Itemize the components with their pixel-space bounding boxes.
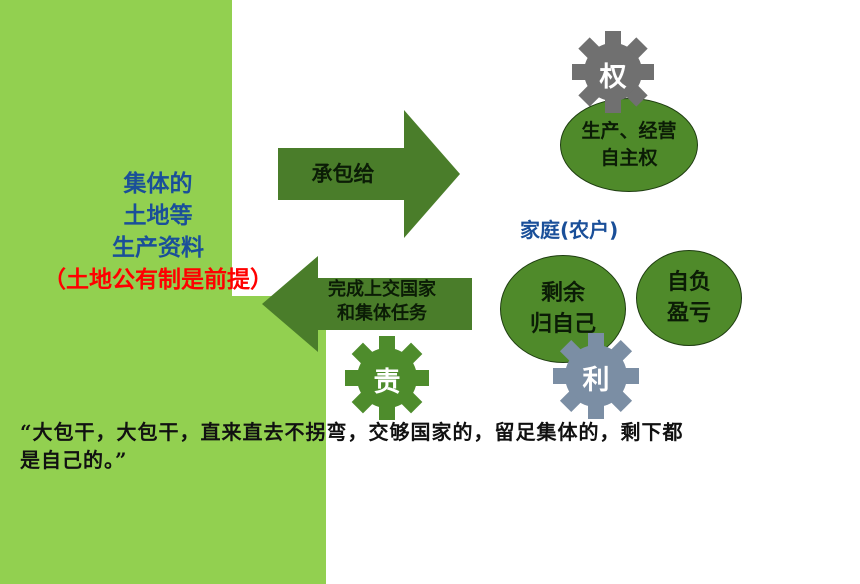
public-ownership-premise: （土地公有制是前提） (43, 267, 273, 293)
autonomy-line-2: 自主权 (600, 147, 658, 169)
gear-responsibility-label: 责 (373, 367, 401, 398)
gear-benefit-icon (553, 333, 639, 419)
gears-layer (345, 31, 654, 420)
gear-responsibility-icon (345, 336, 429, 420)
gear-benefit-label: 利 (582, 365, 610, 396)
duty-line-2: 和集体任务 (337, 303, 427, 324)
quote-text: “大包干，大包干，直来直去不拐弯，交够国家的，留足集体的，剩下都 是自己的。” (20, 418, 850, 474)
self-resp-line-1: 自负 (666, 270, 711, 295)
collective-line-3: 生产资料 (112, 235, 204, 261)
surplus-circle: 剩余 归自己 (500, 255, 626, 363)
arrows-layer (262, 110, 472, 352)
quote-line-1: “大包干，大包干，直来直去不拐弯，交够国家的，留足集体的，剩下都 (20, 420, 684, 444)
duty-line-1: 完成上交国家 (328, 279, 436, 300)
household-label: 家庭(农户) (520, 218, 619, 242)
surplus-line-2: 归自己 (529, 312, 596, 337)
self-responsibility-circle: 自负 盈亏 (636, 250, 742, 346)
collective-resources-text: 集体的 土地等 生产资料 （土地公有制是前提） (22, 168, 294, 296)
collective-resources-ellipse (0, 0, 232, 296)
duty-arrow-label: 完成上交国家 和集体任务 (304, 278, 460, 326)
contract-arrow (278, 110, 460, 238)
self-resp-line-2: 盈亏 (666, 301, 711, 326)
surplus-line-1: 剩余 (540, 281, 585, 306)
autonomy-line-1: 生产、经营 (581, 120, 677, 142)
collective-line-2: 土地等 (123, 203, 193, 229)
quote-line-2: 是自己的。” (20, 448, 128, 472)
duty-arrow (262, 256, 472, 352)
gear-rights-label: 权 (599, 62, 627, 93)
gear-rights-icon (572, 31, 654, 113)
collective-line-1: 集体的 (123, 171, 193, 197)
contract-arrow-label: 承包给 (311, 162, 375, 186)
